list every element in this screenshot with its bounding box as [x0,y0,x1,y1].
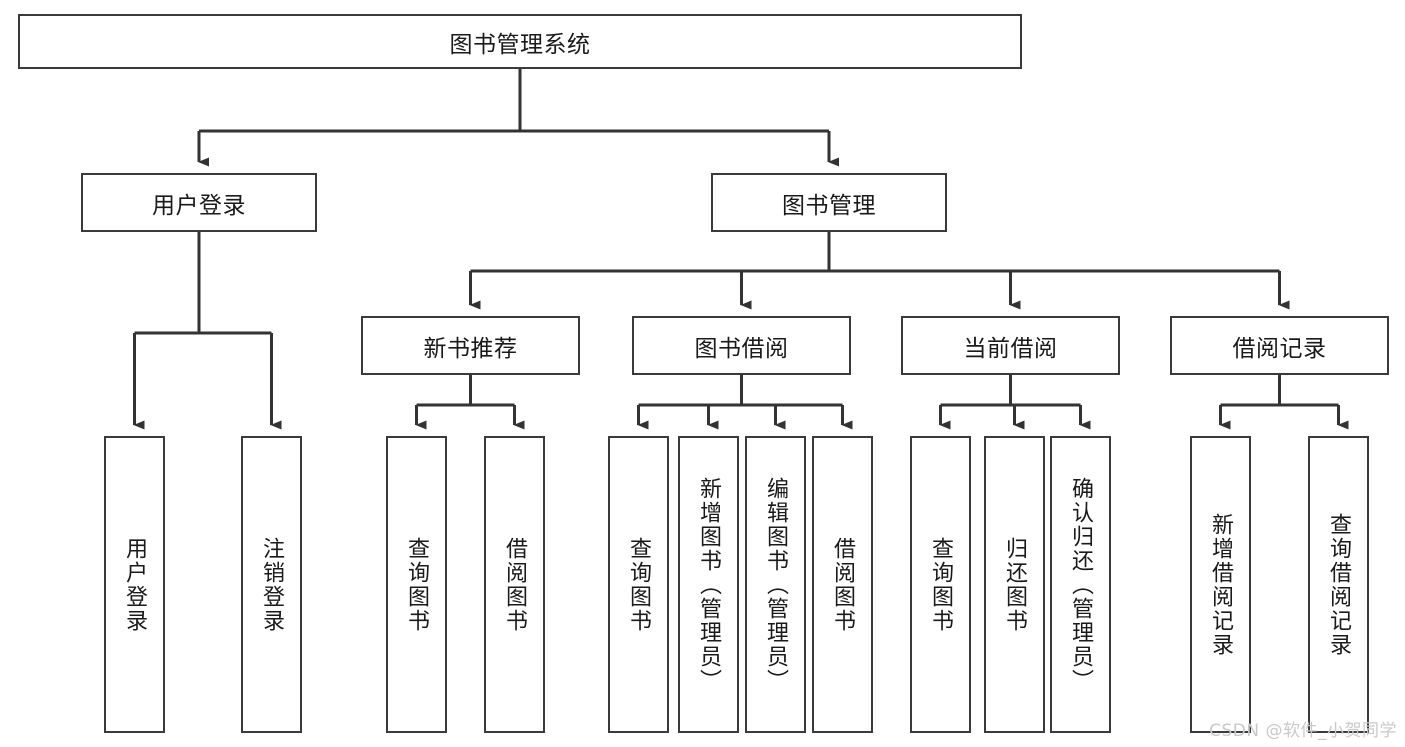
node-label: 确认归还（管理员） [1068,476,1094,693]
node-label: 当前借阅 [963,335,1058,362]
node-leaf-query-book-current[interactable]: 查询图书 [910,436,971,733]
node-leaf-user-login[interactable]: 用户登录 [104,436,165,733]
node-leaf-borrow-book[interactable]: 借阅图书 [812,436,873,733]
node-label: 借阅图书 [502,536,528,633]
node-label: 查询图书 [626,536,652,633]
node-label: 注销登录 [259,536,285,633]
csdn-watermark: CSDN @软件_小贺同学 [1209,721,1397,741]
node-leaf-edit-book-admin[interactable]: 编辑图书（管理员） [745,436,806,733]
node-leaf-add-borrow-record[interactable]: 新增借阅记录 [1190,436,1251,733]
node-current-borrow[interactable]: 当前借阅 [901,316,1120,375]
node-label: 用户登录 [122,536,148,633]
node-label: 新书推荐 [423,335,518,362]
node-book-borrow[interactable]: 图书借阅 [632,316,851,375]
node-label: 查询借阅记录 [1326,512,1352,657]
node-label: 图书管理 [782,192,876,219]
node-user-login[interactable]: 用户登录 [81,173,317,232]
node-label: 图书借阅 [694,335,789,362]
node-label: 借阅记录 [1232,335,1327,362]
node-label: 借阅图书 [830,536,856,633]
node-leaf-query-borrow-record[interactable]: 查询借阅记录 [1308,436,1369,733]
node-leaf-confirm-return-admin[interactable]: 确认归还（管理员） [1050,436,1111,733]
node-leaf-return-book[interactable]: 归还图书 [984,436,1045,733]
node-label: 图书管理系统 [449,31,591,58]
node-label: 用户登录 [152,192,246,219]
node-leaf-logout[interactable]: 注销登录 [241,436,302,733]
node-label: 编辑图书（管理员） [763,476,789,693]
node-leaf-query-book-rec[interactable]: 查询图书 [386,436,447,733]
node-leaf-borrow-book-rec[interactable]: 借阅图书 [484,436,545,733]
node-leaf-query-book-borrow[interactable]: 查询图书 [608,436,669,733]
node-book-management[interactable]: 图书管理 [711,173,947,232]
node-label: 查询图书 [928,536,954,633]
node-leaf-add-book-admin[interactable]: 新增图书（管理员） [678,436,739,733]
node-label: 归还图书 [1002,536,1028,633]
node-label: 新增借阅记录 [1208,512,1234,657]
node-borrow-records[interactable]: 借阅记录 [1170,316,1389,375]
node-root[interactable]: 图书管理系统 [18,14,1022,69]
node-label: 新增图书（管理员） [696,476,722,693]
node-label: 查询图书 [404,536,430,633]
node-new-book-recommend[interactable]: 新书推荐 [361,316,580,375]
